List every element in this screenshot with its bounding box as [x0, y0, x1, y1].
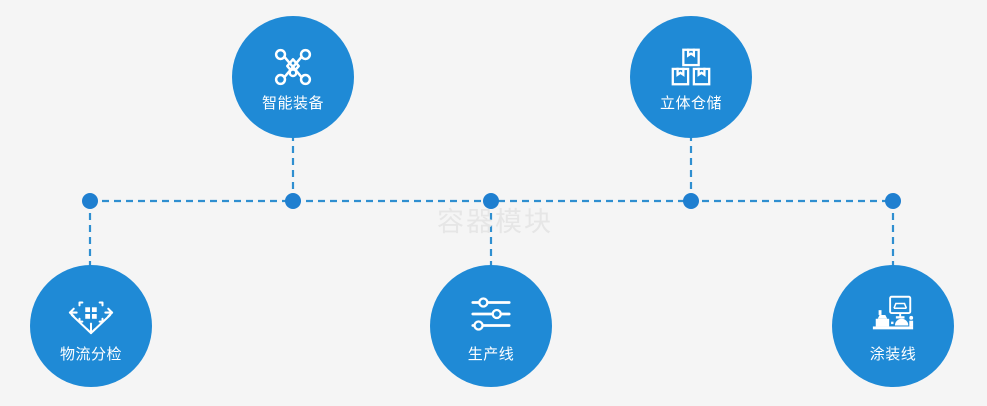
network-nodes-icon: [274, 48, 312, 85]
junction-dot-2[interactable]: [285, 193, 301, 209]
node-logistics-sorting[interactable]: 物流分检: [30, 265, 152, 387]
factory-monitor-icon: [872, 295, 914, 329]
node-label-smart-equipment: 智能装备: [261, 93, 324, 112]
node-stereo-warehouse[interactable]: 立体仓储: [630, 16, 752, 138]
junction-dot-3[interactable]: [483, 193, 499, 209]
node-label-painting-line: 涂装线: [869, 344, 917, 363]
junction-dot-5[interactable]: [885, 193, 901, 209]
stacked-boxes-icon: [671, 48, 711, 85]
node-label-stereo-warehouse: 立体仓储: [659, 93, 722, 112]
watermark-text: 容器模块: [437, 207, 553, 238]
junction-dot-1[interactable]: [82, 193, 98, 209]
sorting-arrows-icon: [68, 300, 114, 334]
sliders-icon: [471, 296, 511, 331]
node-label-production-line: 生产线: [467, 344, 515, 363]
node-painting-line[interactable]: 涂装线: [832, 265, 954, 387]
node-production-line[interactable]: 生产线: [430, 265, 552, 387]
junction-dot-4[interactable]: [683, 193, 699, 209]
node-smart-equipment[interactable]: 智能装备: [232, 16, 354, 138]
node-label-logistics-sorting: 物流分检: [59, 344, 122, 363]
